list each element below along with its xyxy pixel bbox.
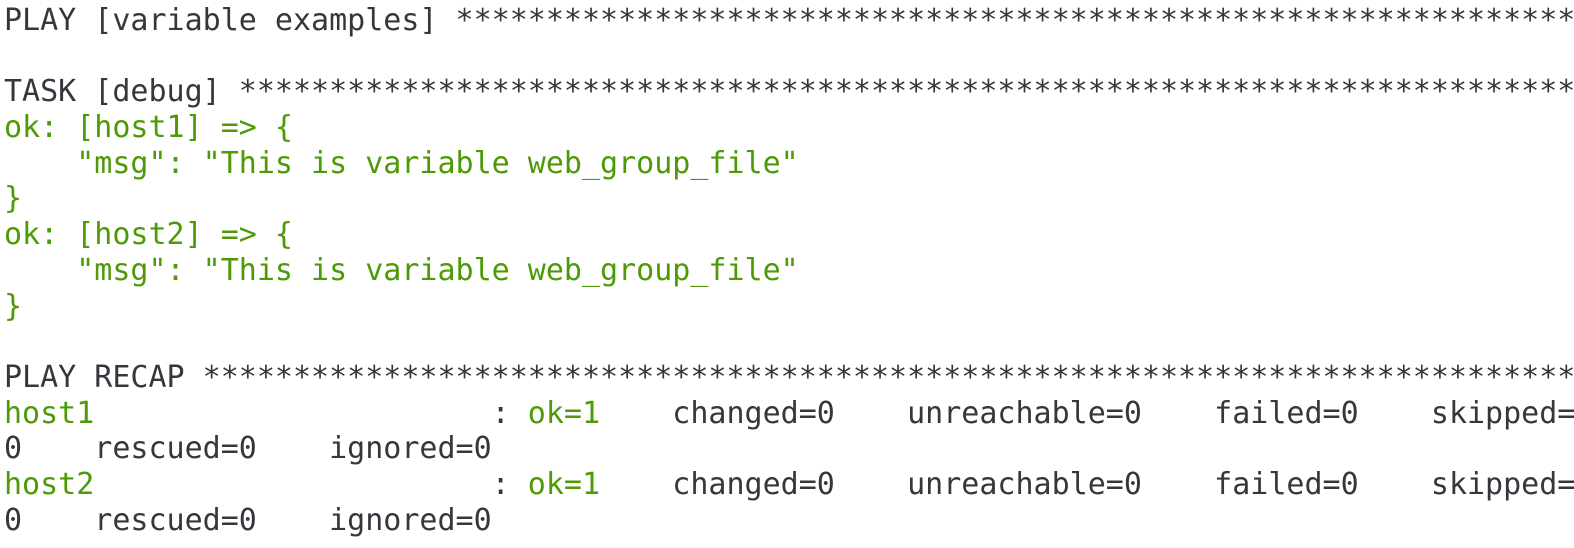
- terminal-line: host1 : ok=1 changed=0 unreachable=0 fai…: [4, 396, 1574, 432]
- terminal-text-segment: 0 rescued=0 ignored=0: [4, 431, 492, 467]
- terminal-text-segment: }: [4, 181, 23, 217]
- terminal-line: 0 rescued=0 ignored=0: [4, 431, 1574, 467]
- terminal-text-segment: "msg": "This is variable web_group_file": [4, 252, 799, 288]
- terminal-text-segment: :: [94, 466, 528, 502]
- terminal-text-segment: PLAY [variable examples] ***************…: [4, 3, 1574, 38]
- terminal-text-segment: ok: [host1] => {: [4, 110, 293, 146]
- terminal-line: }: [4, 289, 1574, 325]
- terminal-line: host2 : ok=1 changed=0 unreachable=0 fai…: [4, 467, 1574, 503]
- terminal-line: "msg": "This is variable web_group_file": [4, 253, 1574, 289]
- terminal-line: ok: [host1] => {: [4, 110, 1574, 146]
- terminal-text-segment: PLAY RECAP *****************************…: [4, 359, 1574, 395]
- terminal-line: PLAY [variable examples] ***************…: [4, 3, 1574, 39]
- terminal-line: "msg": "This is variable web_group_file": [4, 146, 1574, 182]
- terminal-line: TASK [debug] ***************************…: [4, 74, 1574, 110]
- terminal-line: ok: [host2] => {: [4, 217, 1574, 253]
- terminal-text-segment: changed=0 unreachable=0 failed=0 skipped…: [600, 395, 1574, 431]
- terminal-text-segment: ok=1: [527, 395, 601, 431]
- terminal-text-segment: }: [4, 288, 23, 324]
- terminal-line: [4, 324, 1574, 360]
- terminal-text-segment: 0 rescued=0 ignored=0: [4, 502, 492, 538]
- terminal-line: [4, 39, 1574, 75]
- terminal-line: }: [4, 181, 1574, 217]
- terminal-text-segment: host2: [4, 466, 95, 502]
- terminal-line: 0 rescued=0 ignored=0: [4, 503, 1574, 539]
- terminal-text-segment: ok=1: [527, 466, 601, 502]
- terminal-text-segment: changed=0 unreachable=0 failed=0 skipped…: [600, 466, 1574, 502]
- terminal-text-segment: :: [94, 395, 528, 431]
- terminal-text-segment: ok: [host2] => {: [4, 217, 293, 253]
- terminal-text-segment: host1: [4, 395, 95, 431]
- terminal-text-segment: "msg": "This is variable web_group_file": [4, 145, 799, 181]
- terminal-text-segment: TASK [debug] ***************************…: [4, 74, 1574, 110]
- terminal-line: PLAY RECAP *****************************…: [4, 360, 1574, 396]
